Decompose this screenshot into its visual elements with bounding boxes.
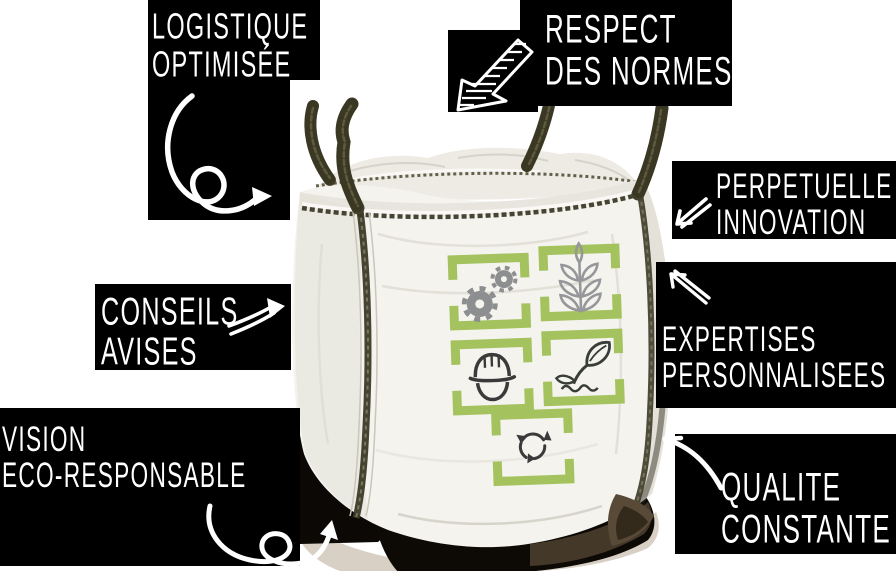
label-background bbox=[148, 0, 320, 80]
bag-body bbox=[292, 178, 671, 548]
label-expertises-personnalisees: EXPERTISES PERSONNALISEES bbox=[656, 262, 896, 408]
gears-icon bbox=[461, 265, 518, 322]
label-line: ECO-RESPONSABLE bbox=[2, 456, 247, 496]
label-line: AVISES bbox=[101, 331, 198, 375]
label-qualite-constante: QUALITE CONSTANTE bbox=[662, 434, 896, 554]
label-background bbox=[672, 161, 896, 239]
label-line: PERSONNALISEES bbox=[662, 356, 887, 396]
front-lifting-loops bbox=[335, 97, 669, 215]
label-line: VISION bbox=[2, 419, 87, 459]
label-line: RESPECT bbox=[545, 5, 677, 52]
curved-arrow-up-left-icon bbox=[662, 435, 724, 491]
label-line: INNOVATION bbox=[716, 203, 867, 243]
loop-arrow-right-icon bbox=[165, 93, 272, 214]
printed-icon-panel bbox=[447, 241, 625, 487]
label-respect-des-normes: RESPECT DES NORMES bbox=[448, 0, 732, 120]
label-background bbox=[675, 434, 896, 554]
sketch-arrow-up-right-icon bbox=[227, 298, 285, 336]
label-conseils-avises: CONSEILS AVISES bbox=[95, 284, 291, 374]
loop-arrow-up-right-icon bbox=[206, 503, 338, 567]
label-line: OPTIMISÉE bbox=[152, 43, 292, 84]
label-line: EXPERTISES bbox=[662, 319, 817, 359]
label-perpetuelle-innovation: PERPETUELLE INNOVATION bbox=[672, 161, 896, 242]
sketch-arrow-up-left-icon bbox=[669, 269, 711, 305]
label-line: PERPETUELLE bbox=[716, 166, 893, 206]
label-logistique-optimisee: LOGISTIQUE OPTIMISÉE bbox=[148, 0, 320, 220]
green-frame bbox=[447, 243, 625, 487]
plant-icon bbox=[558, 241, 602, 313]
hatched-arrow-down-left-icon bbox=[456, 38, 534, 112]
label-line: QUALITE bbox=[721, 463, 842, 510]
label-line: CONSTANTE bbox=[721, 505, 892, 551]
bag-bottom-corner bbox=[607, 494, 654, 546]
recycle-icon bbox=[516, 430, 552, 464]
seedling-icon bbox=[554, 341, 611, 393]
label-vision-eco-responsable: VISION ECO-RESPONSABLE bbox=[0, 408, 338, 567]
label-line: CONSEILS bbox=[101, 290, 239, 334]
big-bag-photo bbox=[292, 90, 671, 571]
label-background bbox=[95, 284, 291, 370]
corner-seams bbox=[349, 193, 655, 519]
hard-hat-icon bbox=[468, 352, 517, 402]
sketch-arrow-down-left-icon bbox=[675, 197, 712, 229]
label-background bbox=[0, 408, 300, 566]
label-line: LOGISTIQUE bbox=[152, 5, 309, 47]
label-line: DES NORMES bbox=[545, 47, 733, 93]
label-background bbox=[520, 0, 732, 106]
